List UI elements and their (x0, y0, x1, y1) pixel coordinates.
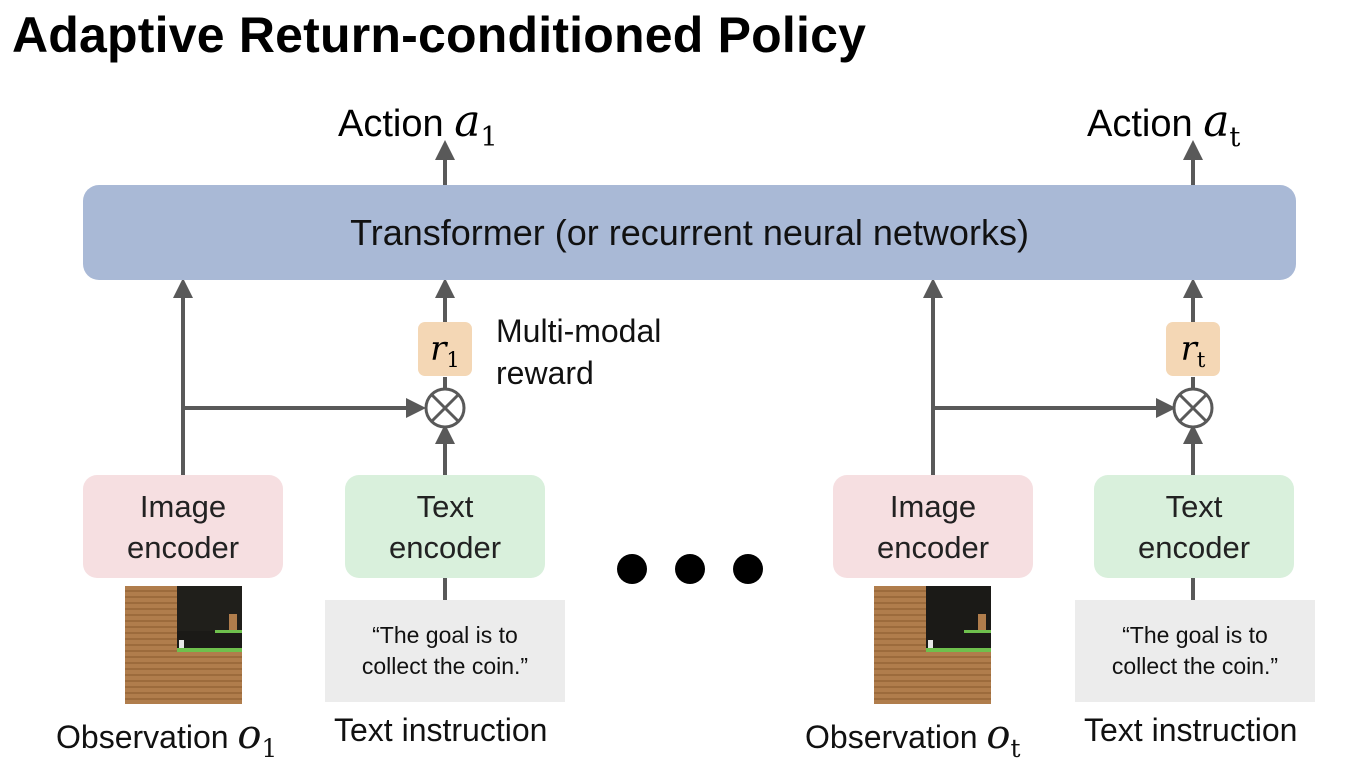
transformer-block: Transformer (or recurrent neural network… (83, 185, 1296, 280)
ellipsis-icon (617, 554, 763, 584)
action-label-1: Action a1 (338, 96, 498, 153)
reward-box-t: rt (1166, 322, 1220, 376)
reward-box-1: r1 (418, 322, 472, 376)
observation-image-t (874, 586, 991, 704)
multiply-icon-left (424, 387, 466, 429)
multiply-icon-right (1172, 387, 1214, 429)
text-instruction-label-t: Text instruction (1084, 712, 1298, 748)
text-instruction-label-1: Text instruction (334, 712, 548, 748)
observation-label-1: Observation o1 (56, 712, 278, 763)
multimodal-reward-label: Multi-modal reward (496, 313, 662, 391)
action-label-t: Action at (1087, 96, 1241, 153)
diagram-title: Adaptive Return-conditioned Policy (12, 7, 867, 63)
observation-label-t: Observation ot (805, 712, 1021, 763)
observation-image-1 (125, 586, 242, 704)
